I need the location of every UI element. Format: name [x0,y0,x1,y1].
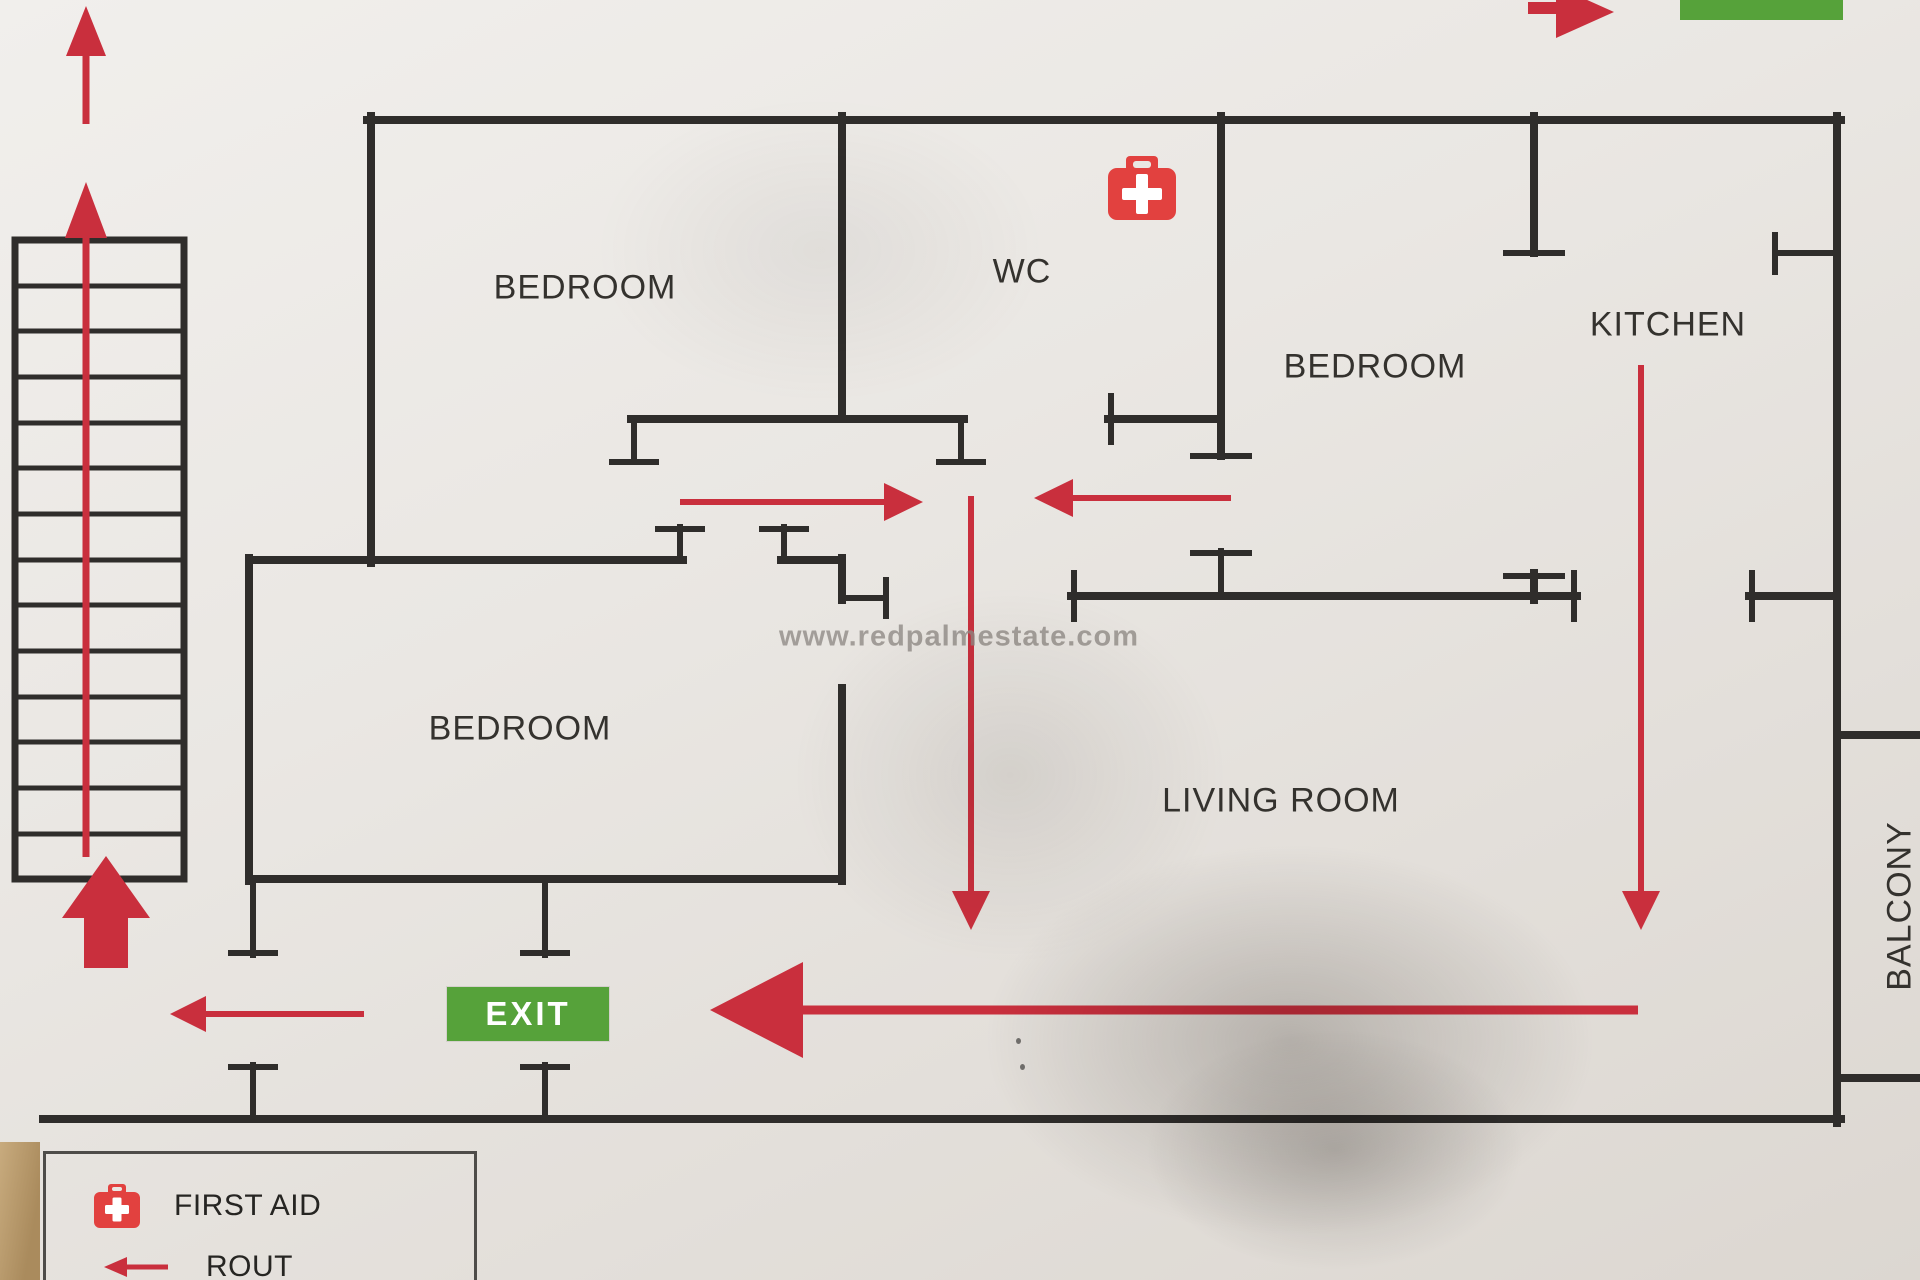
pen-mark [1020,1064,1025,1070]
exit-sign-label: EXIT [485,995,571,1032]
exit-block-arrow [62,856,150,968]
room-label-bedroom-top-left: BEDROOM [493,268,677,307]
evacuation-route-arrows [62,0,1660,1058]
first-aid-icon [1108,156,1176,220]
route-arrow-kitchen-down [1622,365,1660,930]
balcony-walls [1833,731,1920,1082]
room-label-bedroom-lower: BEDROOM [428,709,612,748]
route-arrow-top-right-partial [1528,0,1614,38]
route-arrow-hall-right [680,483,923,521]
room-label-wc: WC [992,252,1052,291]
first-aid-icon [94,1184,140,1228]
pen-mark [1016,1038,1021,1044]
route-arrow-stairs-top [66,6,106,124]
legend-row-first-aid: FIRST AID [46,1184,474,1228]
route-arrow-hall-down [952,496,990,930]
stair-steps [15,283,184,837]
route-arrow-icon [104,1257,168,1277]
legend-label-route: ROUT [206,1250,293,1280]
room-label-kitchen: KITCHEN [1589,305,1747,344]
legend-row-route: ROUT [46,1250,474,1280]
watermark: www.redpalmestate.com [779,620,1139,653]
exit-sign-partial-top-right [1680,0,1843,20]
door-jambs [228,232,1840,1122]
table-wood-corner [0,1142,40,1280]
floor-plan-walls [39,112,1845,1127]
legend-box: FIRST AID ROUT [43,1151,477,1280]
route-arrow-living-room-left [710,962,1638,1058]
stairs [11,236,188,883]
route-arrow-bedroom-left [1034,479,1231,517]
room-label-bedroom-top-right: BEDROOM [1283,347,1467,386]
route-arrow-corridor-left [170,996,364,1032]
room-label-balcony: BALCONY [1880,821,1919,991]
room-label-living-room: LIVING ROOM [1162,781,1400,820]
exit-sign: EXIT [447,987,609,1041]
route-arrow-stairs-up [65,182,107,857]
legend-label-first-aid: FIRST AID [174,1189,322,1222]
